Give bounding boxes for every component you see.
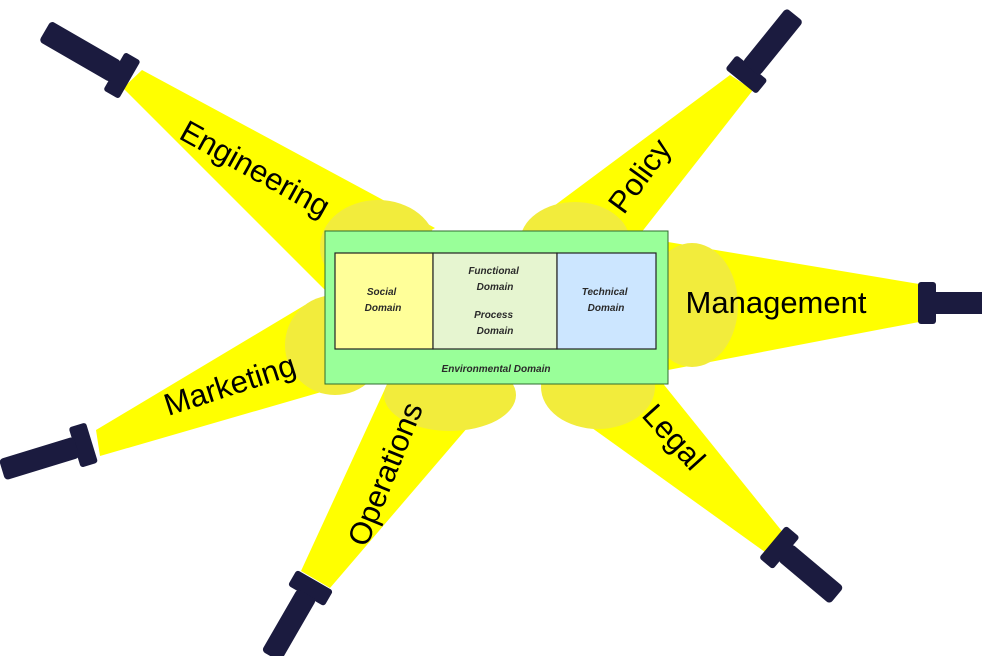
functional-domain-box	[432, 252, 558, 350]
engineering-flashlight-icon	[40, 22, 140, 98]
policy-flashlight-icon	[726, 9, 802, 93]
marketing-flashlight-icon	[0, 423, 98, 480]
social-domain-label: Social Domain	[365, 287, 402, 314]
functional-domain-label: Functional Domain	[468, 266, 521, 293]
process-domain-label: Process Domain	[474, 310, 516, 337]
technical-domain-label: Technical Domain	[582, 287, 631, 314]
management-flashlight-icon	[918, 282, 982, 324]
social-domain-box	[334, 252, 434, 350]
management-label: Management	[686, 285, 867, 320]
management-beam-glow	[646, 243, 738, 367]
operations-flashlight-icon	[262, 570, 333, 661]
legal-flashlight-icon	[760, 526, 843, 603]
environmental-domain-label: Environmental Domain	[442, 364, 551, 375]
domain-model: Social Domain Functional Domain Process …	[324, 230, 669, 385]
technical-domain-box	[556, 252, 657, 350]
